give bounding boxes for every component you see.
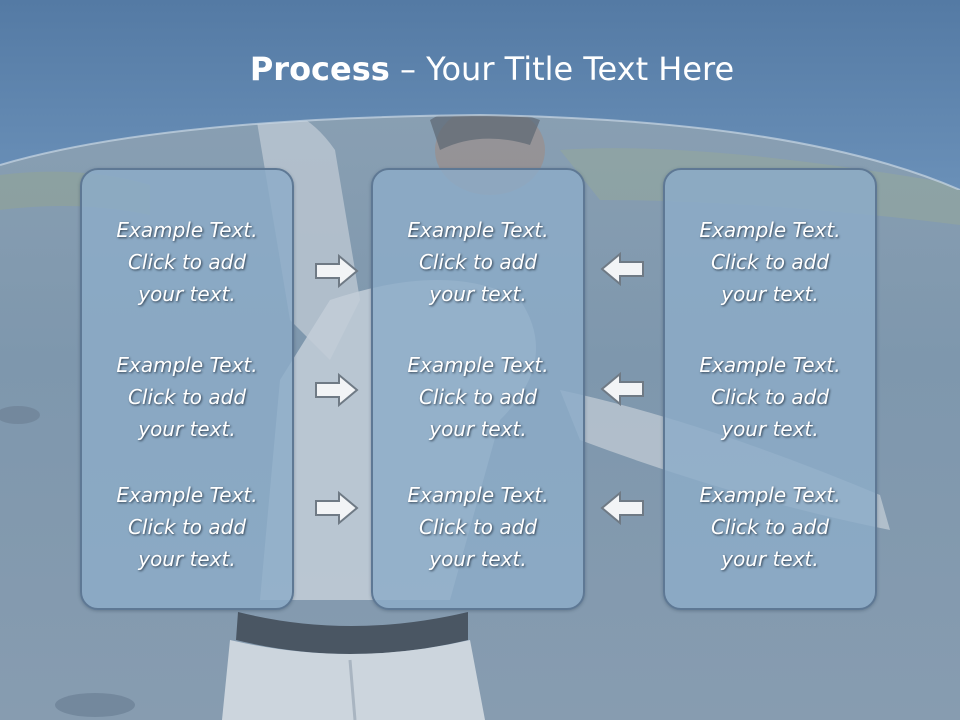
text-line: Example Text. <box>699 218 841 242</box>
arrow-left-icon[interactable] <box>598 251 646 287</box>
text-line: your text. <box>721 282 819 306</box>
text-line: Click to add <box>418 515 538 539</box>
text-line: your text. <box>721 417 819 441</box>
arrow-right-icon[interactable] <box>313 490 361 526</box>
text-line: Click to add <box>418 385 538 409</box>
text-block[interactable]: Example Text. Click to add your text. <box>373 479 583 575</box>
text-line: Example Text. <box>407 483 549 507</box>
text-line: Example Text. <box>407 218 549 242</box>
text-line: Click to add <box>710 385 830 409</box>
arrow-right-icon[interactable] <box>313 372 361 408</box>
process-box-right[interactable]: Example Text. Click to add your text. Ex… <box>663 168 877 610</box>
text-line: your text. <box>429 417 527 441</box>
text-block[interactable]: Example Text. Click to add your text. <box>82 214 292 310</box>
text-line: your text. <box>429 282 527 306</box>
text-block[interactable]: Example Text. Click to add your text. <box>665 214 875 310</box>
text-block[interactable]: Example Text. Click to add your text. <box>82 349 292 445</box>
text-line: Example Text. <box>699 353 841 377</box>
arrow-left-icon[interactable] <box>598 371 646 407</box>
text-line: Example Text. <box>116 218 258 242</box>
text-line: your text. <box>138 547 236 571</box>
arrow-left-icon[interactable] <box>598 490 646 526</box>
process-box-center[interactable]: Example Text. Click to add your text. Ex… <box>371 168 585 610</box>
process-box-left[interactable]: Example Text. Click to add your text. Ex… <box>80 168 294 610</box>
text-line: your text. <box>429 547 527 571</box>
title-bold: Process <box>249 50 390 88</box>
text-line: Click to add <box>710 515 830 539</box>
text-block[interactable]: Example Text. Click to add your text. <box>665 349 875 445</box>
slide-title[interactable]: Process – Your Title Text Here <box>0 50 960 88</box>
text-line: Click to add <box>710 250 830 274</box>
title-rest: – Your Title Text Here <box>389 50 735 88</box>
arrow-right-icon[interactable] <box>313 253 361 289</box>
text-block[interactable]: Example Text. Click to add your text. <box>373 349 583 445</box>
text-block[interactable]: Example Text. Click to add your text. <box>82 479 292 575</box>
text-line: Example Text. <box>699 483 841 507</box>
text-line: Example Text. <box>116 353 258 377</box>
text-line: your text. <box>138 282 236 306</box>
text-line: Click to add <box>127 250 247 274</box>
header-band <box>0 0 960 190</box>
text-block[interactable]: Example Text. Click to add your text. <box>665 479 875 575</box>
text-line: Example Text. <box>116 483 258 507</box>
text-line: Click to add <box>418 250 538 274</box>
text-line: Click to add <box>127 515 247 539</box>
text-line: your text. <box>138 417 236 441</box>
text-line: Click to add <box>127 385 247 409</box>
text-line: Example Text. <box>407 353 549 377</box>
text-block[interactable]: Example Text. Click to add your text. <box>373 214 583 310</box>
text-line: your text. <box>721 547 819 571</box>
